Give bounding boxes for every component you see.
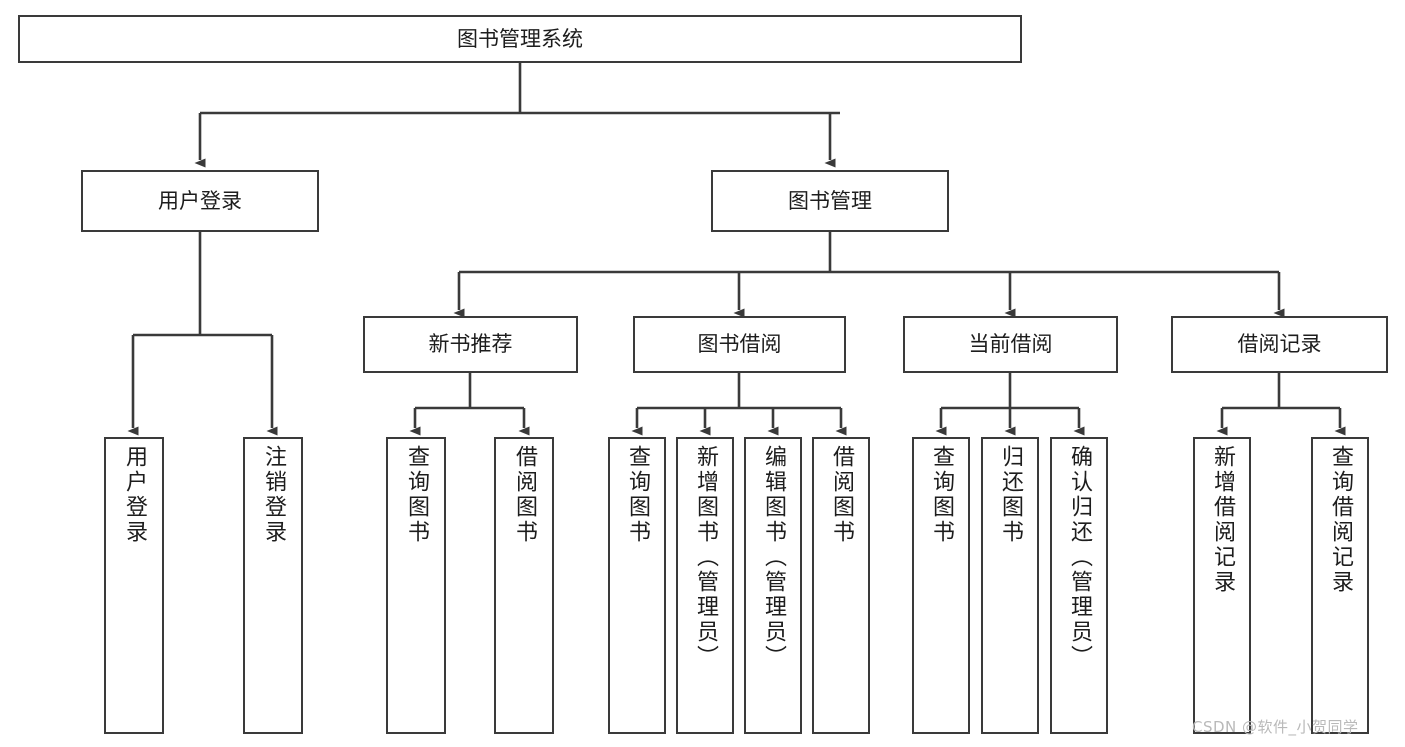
leaf-user-login-signin-label: 用户登录 [122,445,147,545]
leaf-record-add[interactable]: 新增借阅记录 [1193,437,1251,734]
leaf-current-query-book-label: 查询图书 [929,445,954,545]
leaf-current-return-book-label: 归还图书 [998,445,1023,545]
leaf-user-login-signout[interactable]: 注销登录 [243,437,303,734]
node-new-book-recommend[interactable]: 新书推荐 [363,316,578,373]
leaf-borrow-query-book[interactable]: 查询图书 [608,437,666,734]
node-root-system-label: 图书管理系统 [457,26,583,51]
leaf-borrow-borrow-book-label: 借阅图书 [829,445,854,545]
leaf-current-confirm-return-label: 确认归还（管理员） [1067,445,1092,670]
leaf-record-add-label: 新增借阅记录 [1210,445,1235,595]
node-root-system[interactable]: 图书管理系统 [18,15,1022,63]
csdn-watermark: CSDN @软件_小贺同学 [1192,718,1359,736]
node-user-login-label: 用户登录 [158,188,242,213]
leaf-borrow-edit-book-label: 编辑图书（管理员） [761,445,786,670]
node-borrow-record-label: 借阅记录 [1237,332,1322,357]
node-book-borrow-label: 图书借阅 [697,332,782,357]
node-book-management-label: 图书管理 [788,188,872,213]
node-borrow-record[interactable]: 借阅记录 [1171,316,1388,373]
leaf-record-query-label: 查询借阅记录 [1328,445,1353,595]
leaf-current-return-book[interactable]: 归还图书 [981,437,1039,734]
leaf-new-book-query[interactable]: 查询图书 [386,437,446,734]
node-new-book-recommend-label: 新书推荐 [428,332,513,357]
node-current-borrow-label: 当前借阅 [968,332,1053,357]
node-user-login[interactable]: 用户登录 [81,170,319,232]
leaf-record-query[interactable]: 查询借阅记录 [1311,437,1369,734]
leaf-new-book-borrow[interactable]: 借阅图书 [494,437,554,734]
leaf-borrow-add-book[interactable]: 新增图书（管理员） [676,437,734,734]
leaf-new-book-borrow-label: 借阅图书 [512,445,537,545]
leaf-current-query-book[interactable]: 查询图书 [912,437,970,734]
leaf-current-confirm-return[interactable]: 确认归还（管理员） [1050,437,1108,734]
node-current-borrow[interactable]: 当前借阅 [903,316,1118,373]
leaf-new-book-query-label: 查询图书 [404,445,429,545]
node-book-borrow[interactable]: 图书借阅 [633,316,846,373]
leaf-borrow-query-book-label: 查询图书 [625,445,650,545]
leaf-borrow-edit-book[interactable]: 编辑图书（管理员） [744,437,802,734]
leaf-borrow-add-book-label: 新增图书（管理员） [693,445,718,670]
leaf-user-login-signout-label: 注销登录 [261,445,286,545]
leaf-user-login-signin[interactable]: 用户登录 [104,437,164,734]
node-book-management[interactable]: 图书管理 [711,170,949,232]
leaf-borrow-borrow-book[interactable]: 借阅图书 [812,437,870,734]
